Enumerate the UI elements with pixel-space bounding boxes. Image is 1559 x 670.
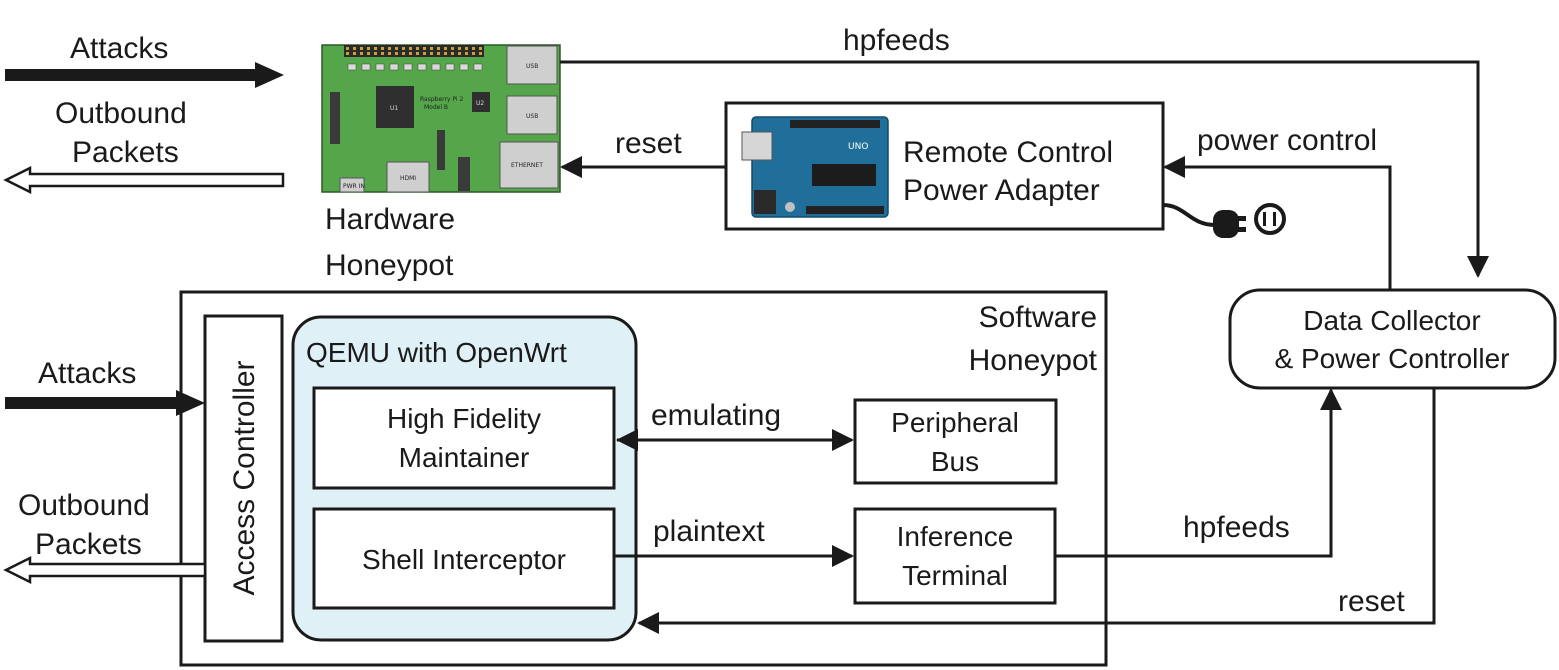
data-collector-label-line2: & Power Controller xyxy=(1275,343,1510,374)
shell-interceptor-box xyxy=(312,507,616,610)
arduino-board: UNO xyxy=(741,116,889,218)
hdmi-label: HDMI xyxy=(400,175,416,182)
raspberry-pi-board: U1 U2 Raspberry Pi 2 Model B USB USB ETH… xyxy=(321,44,561,193)
hardware-honeypot-label-line1: Hardware xyxy=(325,203,455,236)
shell-interceptor-label: Shell Interceptor xyxy=(362,544,566,575)
remote-control-label-line2: Power Adapter xyxy=(903,174,1100,207)
usb-port-1 xyxy=(506,45,558,85)
ethernet-port xyxy=(499,141,559,189)
usb-port-2 xyxy=(506,95,558,135)
software-honeypot-label-line2: Honeypot xyxy=(969,344,1098,377)
data-collector-label-line1: Data Collector xyxy=(1303,305,1480,336)
arduino-uno-label: UNO xyxy=(848,142,868,152)
arduino-mcu xyxy=(812,164,876,186)
ethernet-label: ETHERNET xyxy=(511,162,543,169)
arduino-dc-jack xyxy=(754,190,776,214)
u1-label: U1 xyxy=(390,105,398,112)
hardware-honeypot-label-line2: Honeypot xyxy=(325,249,454,282)
u3-chip xyxy=(458,157,470,191)
access-controller-label: Access Controller xyxy=(228,360,261,595)
power-control-arrow xyxy=(1163,156,1392,290)
gpio-header xyxy=(344,45,484,57)
top-reset-label: reset xyxy=(615,127,682,160)
bottom-hpfeeds-arrow xyxy=(1055,388,1342,558)
inference-terminal-label-line1: Inference xyxy=(897,521,1014,552)
arduino-capacitor xyxy=(785,202,795,212)
remote-control-label-line1: Remote Control xyxy=(903,136,1113,169)
emulating-arrow-start-head xyxy=(616,429,638,451)
software-honeypot-label-line1: Software xyxy=(979,301,1097,334)
bottom-reset-label: reset xyxy=(1338,585,1405,618)
hfm-label-line2: Maintainer xyxy=(399,442,530,473)
bottom-reset-arrow xyxy=(637,388,1436,634)
access-controller-box xyxy=(203,314,284,643)
bottom-outbound-label-line2: Packets xyxy=(35,528,142,561)
power-port xyxy=(339,177,365,193)
hfm-label-line1: High Fidelity xyxy=(387,403,541,434)
csi-connector xyxy=(437,130,445,170)
top-attacks-arrow xyxy=(5,62,284,88)
top-hpfeeds-connector xyxy=(560,60,1489,278)
bottom-outbound-arrow xyxy=(3,555,207,585)
arduino-usb-jack xyxy=(741,131,773,161)
usb-label-2: USB xyxy=(526,113,538,120)
usb-label-1: USB xyxy=(526,63,538,70)
bottom-attacks-label: Attacks xyxy=(38,357,136,390)
board-model-line1: Raspberry Pi 2 xyxy=(420,96,463,103)
peripheral-bus-label-line2: Bus xyxy=(931,446,979,477)
board-model-line2: Model B xyxy=(424,104,448,111)
hdmi-port xyxy=(386,161,430,193)
u2-label: U2 xyxy=(476,100,484,107)
arduino-header-top xyxy=(790,120,880,128)
inference-terminal-label-line2: Terminal xyxy=(902,560,1008,591)
soc-chip xyxy=(376,86,414,128)
bottom-outbound-label-line1: Outbound xyxy=(18,489,150,522)
qemu-label: QEMU with OpenWrt xyxy=(306,337,567,368)
bottom-hpfeeds-label: hpfeeds xyxy=(1183,511,1290,544)
top-outbound-arrow xyxy=(3,165,285,195)
peripheral-bus-label-line1: Peripheral xyxy=(891,407,1019,438)
plaintext-label: plaintext xyxy=(653,515,765,548)
high-fidelity-maintainer-box xyxy=(312,386,616,490)
power-plug-icon xyxy=(1162,203,1286,238)
top-outbound-label-line1: Outbound xyxy=(55,97,187,130)
dsi-connector xyxy=(330,92,340,144)
inference-terminal-box xyxy=(853,507,1057,605)
top-attacks-label: Attacks xyxy=(70,32,168,65)
bottom-attacks-arrow xyxy=(5,390,205,416)
top-hpfeeds-label: hpfeeds xyxy=(843,24,950,57)
power-control-label: power control xyxy=(1197,124,1377,157)
u2-chip xyxy=(472,92,490,112)
data-collector-box xyxy=(1228,288,1557,390)
emulating-label: emulating xyxy=(651,399,781,432)
top-outbound-label-line2: Packets xyxy=(72,136,179,169)
peripheral-bus-box xyxy=(853,398,1058,485)
arduino-header-bottom xyxy=(806,206,884,214)
power-label: PWR IN xyxy=(343,183,365,190)
